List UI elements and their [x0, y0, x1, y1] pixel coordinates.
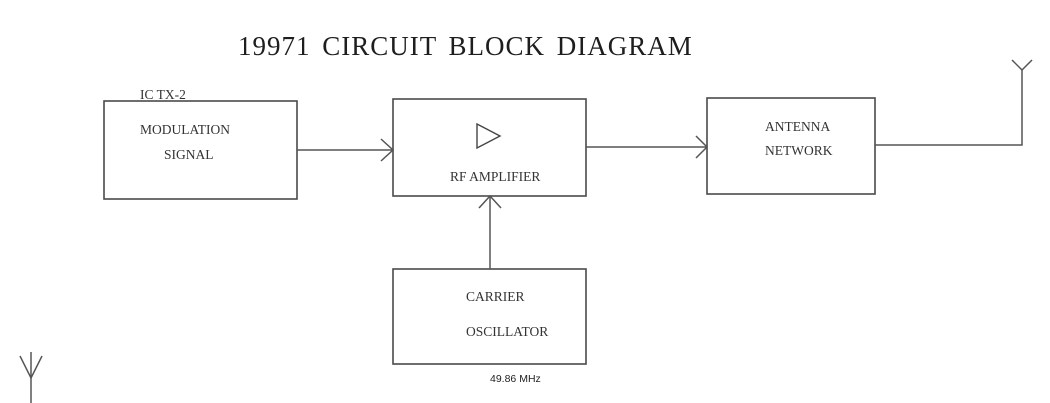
network-label: NETWORK — [765, 143, 833, 158]
arrow-rf-to-antenna-network — [586, 135, 709, 159]
amplifier-triangle-icon — [476, 122, 502, 150]
signal-label: SIGNAL — [164, 147, 214, 162]
modulation-label: MODULATION — [140, 122, 230, 137]
carrier-label: CARRIER — [466, 289, 525, 304]
rf-amplifier-label: RF AMPLIFIER — [450, 169, 541, 184]
oscillator-label: OSCILLATOR — [466, 324, 549, 339]
arrow-oscillator-to-rf — [478, 194, 502, 269]
ic-tag-label: IC TX-2 — [140, 87, 186, 102]
diagram-title: 19971 CIRCUIT BLOCK DIAGRAM — [238, 31, 693, 61]
arrow-modulation-to-rf — [297, 138, 395, 162]
frequency-label: 49.86 MHz — [490, 373, 541, 385]
antenna-icon — [1011, 59, 1033, 71]
wire-antenna-network-to-antenna — [875, 70, 1023, 146]
antenna-label: ANTENNA — [765, 119, 831, 134]
carrier-oscillator-block — [392, 268, 587, 365]
antenna-icon-bottom-left — [19, 352, 43, 403]
